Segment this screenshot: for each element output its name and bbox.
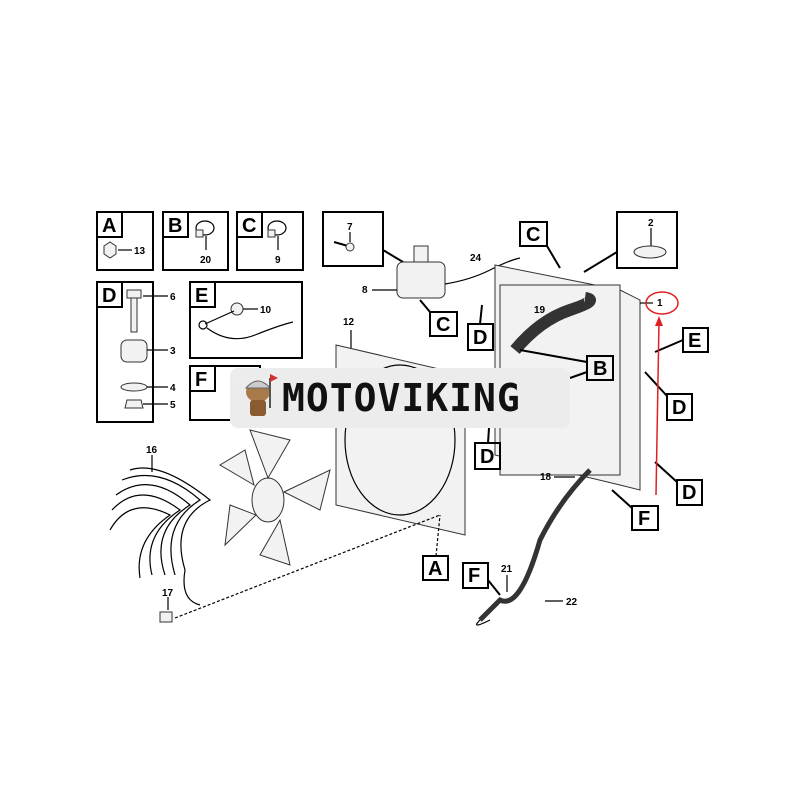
part-number: 12 xyxy=(343,317,355,328)
box-letter: E xyxy=(195,285,208,307)
radiator-cap-icon xyxy=(633,245,667,259)
part-number: 5 xyxy=(170,400,176,411)
callout-c[interactable]: C xyxy=(519,221,561,269)
callout-e[interactable]: E xyxy=(654,327,709,353)
red-arrow-icon xyxy=(655,316,663,326)
callout-d[interactable]: D xyxy=(654,461,703,506)
detail-box-c: C 9 xyxy=(236,211,304,271)
box-letter: B xyxy=(168,215,182,237)
detail-box-a: A 13 xyxy=(96,211,154,271)
rubber-mount-icon xyxy=(120,339,148,363)
part-number: 17 xyxy=(162,588,174,599)
number-callouts: 24 8 12 19 1 18 16 17 21 22 xyxy=(146,253,663,608)
fan-guard xyxy=(109,455,212,606)
part-number: 13 xyxy=(134,246,146,257)
part-number: 1 xyxy=(657,298,663,309)
svg-text:F: F xyxy=(468,565,480,587)
part-number: 3 xyxy=(170,346,176,357)
callout-f[interactable]: F xyxy=(462,562,501,596)
detail-box-e: E 10 xyxy=(189,281,303,359)
box-letter: C xyxy=(242,215,256,237)
lower-hose xyxy=(478,468,592,622)
svg-text:C: C xyxy=(526,224,540,246)
part-number: 8 xyxy=(362,285,368,296)
callout-c[interactable]: C xyxy=(419,299,458,337)
detail-box-bolt: 7 xyxy=(322,211,404,267)
svg-text:D: D xyxy=(682,482,696,504)
detail-box-b: B 20 xyxy=(162,211,229,271)
callout-a[interactable]: A xyxy=(422,514,449,581)
part-number: 22 xyxy=(566,597,578,608)
part-number: 9 xyxy=(275,255,281,266)
watermark-banner: MOTOVIKING xyxy=(230,368,570,428)
part-number: 24 xyxy=(470,253,482,264)
bolt-icon xyxy=(126,289,142,299)
expansion-tank xyxy=(372,245,521,299)
callout-b[interactable]: B xyxy=(519,349,614,381)
part-number: 6 xyxy=(170,292,176,303)
upper-hose xyxy=(510,292,596,354)
box-letter: F xyxy=(195,369,207,391)
part-number: 21 xyxy=(501,564,513,575)
hose-clamp-icon xyxy=(267,220,287,236)
letter-callouts: C C D B E D D D F A F xyxy=(419,221,709,596)
part-number: 2 xyxy=(648,218,654,229)
part-number: 19 xyxy=(534,305,546,316)
callout-f[interactable]: F xyxy=(611,489,659,531)
svg-text:D: D xyxy=(672,397,686,419)
svg-text:F: F xyxy=(638,508,650,530)
svg-text:D: D xyxy=(480,446,494,468)
svg-text:D: D xyxy=(473,327,487,349)
bolt-icon xyxy=(159,611,173,623)
hose-clamp-icon xyxy=(195,220,215,236)
part-number: 20 xyxy=(200,255,212,266)
watermark-text: MOTOVIKING xyxy=(282,376,521,420)
svg-text:B: B xyxy=(593,358,607,380)
callout-d[interactable]: D xyxy=(467,304,494,351)
box-letter: D xyxy=(102,285,116,307)
viking-mascot-logo xyxy=(238,374,278,416)
fan-shroud xyxy=(335,330,466,536)
ground-cable-icon xyxy=(198,320,208,330)
nut-icon xyxy=(103,241,117,259)
nut-icon xyxy=(124,399,144,409)
cooling-fan xyxy=(219,429,331,566)
highlight-part-1 xyxy=(645,291,679,496)
box-letter: A xyxy=(102,215,116,237)
detail-box-d: D 6 3 4 5 xyxy=(96,281,176,423)
svg-text:E: E xyxy=(688,330,701,352)
part-number: 7 xyxy=(347,222,353,233)
washer-icon xyxy=(230,302,244,316)
part-number: 4 xyxy=(170,383,176,394)
detail-box-cap: 2 xyxy=(583,211,678,273)
washer-icon xyxy=(120,382,148,392)
bolt-icon xyxy=(333,241,349,247)
part-number: 16 xyxy=(146,445,158,456)
svg-text:A: A xyxy=(428,558,442,580)
part-number: 10 xyxy=(260,305,272,316)
callout-d[interactable]: D xyxy=(644,371,693,421)
svg-text:C: C xyxy=(436,314,450,336)
callout-d[interactable]: D xyxy=(474,427,501,470)
part-number: 18 xyxy=(540,472,552,483)
